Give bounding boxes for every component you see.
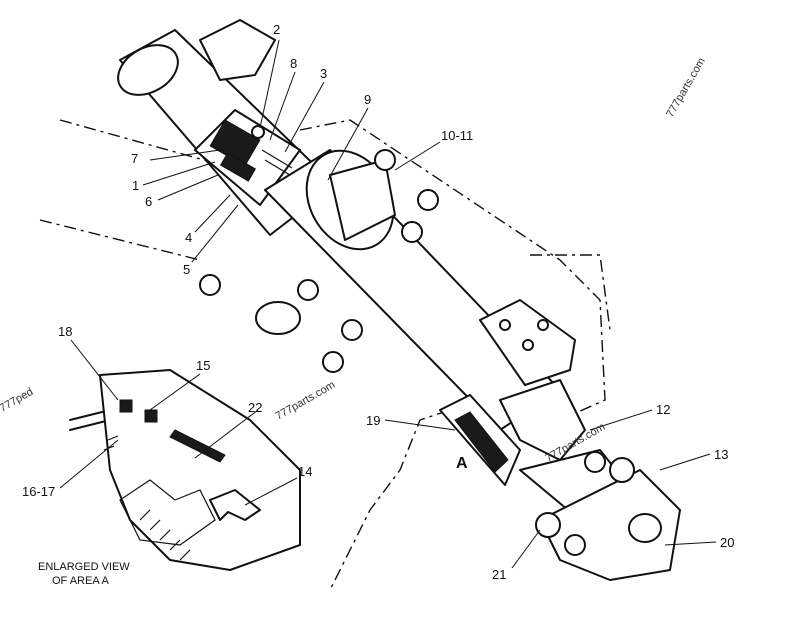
rod-end-assembly bbox=[499, 379, 681, 581]
callout-10-11: 10-11 bbox=[441, 128, 473, 143]
plate-bolts bbox=[199, 149, 439, 373]
callout-8: 8 bbox=[290, 56, 297, 71]
callout-18: 18 bbox=[58, 324, 72, 339]
trunnion-bracket bbox=[479, 299, 576, 386]
callout-2: 2 bbox=[273, 22, 280, 37]
callout-5: 5 bbox=[183, 262, 190, 277]
callouts: 2 8 3 9 10-11 7 1 6 4 5 15 18 22 14 16-1… bbox=[22, 22, 734, 582]
callout-3: 3 bbox=[320, 66, 327, 81]
callout-7: 7 bbox=[131, 151, 138, 166]
callout-9: 9 bbox=[364, 92, 371, 107]
callout-19: 19 bbox=[366, 413, 380, 428]
callout-16-17: 16-17 bbox=[22, 484, 55, 499]
caption-line-1: ENLARGED VIEW bbox=[38, 561, 130, 573]
area-marker-a: A bbox=[456, 455, 468, 472]
callout-13: 13 bbox=[714, 447, 728, 462]
callout-14: 14 bbox=[298, 464, 312, 479]
callout-1: 1 bbox=[132, 178, 139, 193]
callout-12: 12 bbox=[656, 402, 670, 417]
leader-lines bbox=[59, 39, 717, 569]
head-cutaway bbox=[194, 109, 301, 206]
callout-22: 22 bbox=[248, 400, 262, 415]
callout-15: 15 bbox=[196, 358, 210, 373]
callout-4: 4 bbox=[185, 230, 192, 245]
area-a-cutaway bbox=[439, 394, 521, 486]
enlarged-view-caption: ENLARGED VIEW OF AREA A bbox=[38, 561, 130, 587]
enlarged-view bbox=[69, 369, 301, 571]
callout-21: 21 bbox=[492, 567, 506, 582]
watermark-middle: 777parts.com bbox=[274, 379, 338, 423]
watermark-top-right: 777parts.com bbox=[664, 56, 708, 120]
cylinder-lower bbox=[264, 149, 561, 431]
caption-line-2: OF AREA A bbox=[52, 575, 110, 587]
callout-20: 20 bbox=[720, 535, 734, 550]
watermark-left-edge: 777ped bbox=[0, 386, 35, 415]
callout-6: 6 bbox=[145, 194, 152, 209]
